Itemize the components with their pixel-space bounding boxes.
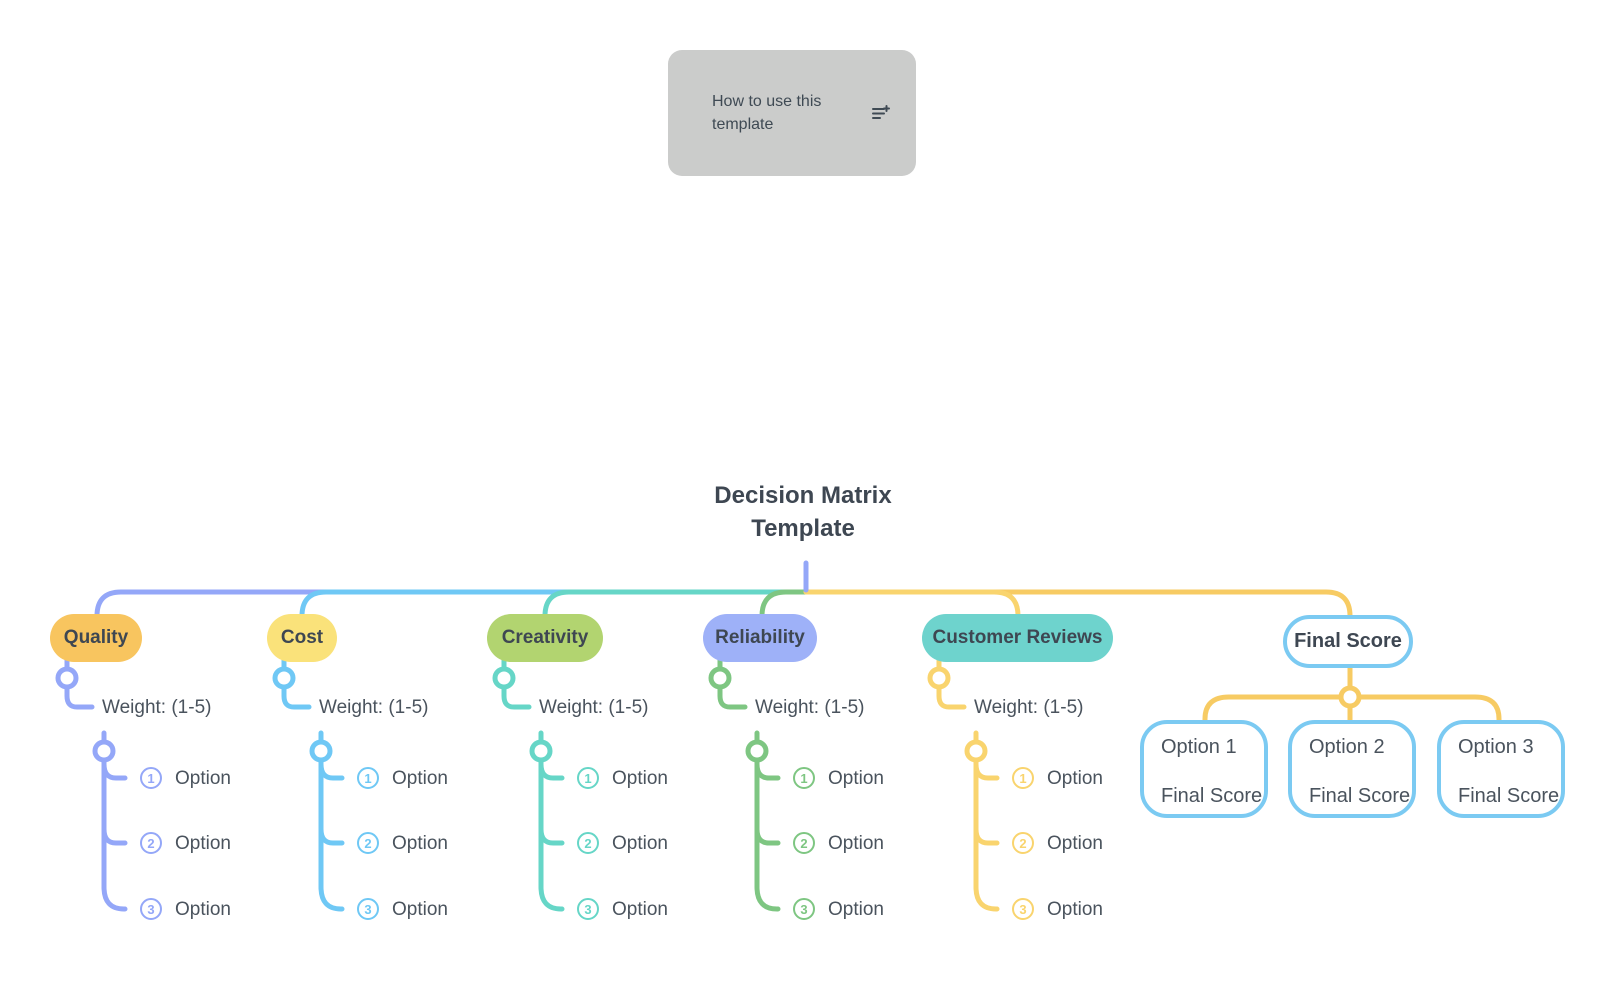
reliability-option-1-label[interactable]: Option (828, 768, 884, 789)
cost-weight-label[interactable]: Weight: (1-5) (319, 697, 429, 718)
quality-ring-1 (55, 666, 79, 690)
branch-pill-final-score[interactable]: Final Score (1283, 615, 1413, 668)
cost-option-2-badge: 2 (357, 832, 379, 854)
quality-option-3-label[interactable]: Option (175, 899, 231, 920)
quality-option-1-badge: 1 (140, 767, 162, 789)
customer-reviews-weight-connector (936, 657, 967, 710)
help-card[interactable]: How to use this template (668, 50, 916, 176)
creativity-option-2-badge: 2 (577, 832, 599, 854)
quality-option-2-label[interactable]: Option (175, 833, 231, 854)
creativity-option-1-label[interactable]: Option (612, 768, 668, 789)
final-score-box-option-2[interactable]: Option 2 Final Score (1288, 720, 1416, 818)
cost-option-2-label[interactable]: Option (392, 833, 448, 854)
cost-ring-1 (272, 666, 296, 690)
creativity-weight-connector (501, 657, 532, 710)
reliability-options-connector (754, 730, 781, 912)
branch-pill-creativity[interactable]: Creativity (487, 614, 603, 662)
customer-reviews-option-3-label[interactable]: Option (1047, 899, 1103, 920)
final-score-box-option-3-title: Option 3 (1458, 736, 1534, 758)
final-score-box-option-2-title: Option 2 (1309, 736, 1385, 758)
quality-option-2-badge: 2 (140, 832, 162, 854)
customer-reviews-weight-label[interactable]: Weight: (1-5) (974, 697, 1084, 718)
reliability-weight-connector (717, 657, 748, 710)
branch-pill-quality[interactable]: Quality (50, 614, 142, 662)
reliability-option-2-label[interactable]: Option (828, 833, 884, 854)
reliability-option-3-badge: 3 (793, 898, 815, 920)
root-node-title[interactable]: Decision Matrix Template (714, 482, 892, 542)
customer-reviews-option-1-badge: 1 (1012, 767, 1034, 789)
final-score-box-option-1-title: Option 1 (1161, 736, 1237, 758)
final-score-ring (1338, 685, 1362, 709)
branch-pill-cost[interactable]: Cost (267, 614, 337, 662)
cost-option-1-badge: 1 (357, 767, 379, 789)
final-score-box-option-3-subtitle: Final Score (1458, 785, 1560, 807)
branch-pill-customer-reviews[interactable]: Customer Reviews (922, 614, 1113, 662)
customer-reviews-option-3-badge: 3 (1012, 898, 1034, 920)
cost-option-3-badge: 3 (357, 898, 379, 920)
note-add-icon (870, 103, 890, 123)
trunk-quality (94, 589, 809, 621)
cost-option-1-label[interactable]: Option (392, 768, 448, 789)
creativity-option-3-badge: 3 (577, 898, 599, 920)
reliability-ring-1 (708, 666, 732, 690)
final-score-box-option-2-subtitle: Final Score (1309, 785, 1411, 807)
customer-reviews-options-connector (973, 730, 1000, 912)
quality-weight-label[interactable]: Weight: (1-5) (102, 697, 212, 718)
quality-weight-connector (64, 657, 95, 710)
customer-reviews-ring-1 (927, 666, 951, 690)
cost-options-connector (318, 730, 345, 912)
customer-reviews-ring-2 (964, 739, 988, 763)
final-score-box-option-1[interactable]: Option 1 Final Score (1140, 720, 1268, 818)
creativity-ring-1 (492, 666, 516, 690)
creativity-option-1-badge: 1 (577, 767, 599, 789)
final-score-box-option-3[interactable]: Option 3 Final Score (1437, 720, 1565, 818)
branch-pill-reliability[interactable]: Reliability (703, 614, 817, 662)
creativity-weight-label[interactable]: Weight: (1-5) (539, 697, 649, 718)
help-card-label: How to use this template (712, 93, 822, 133)
quality-option-3-badge: 3 (140, 898, 162, 920)
reliability-ring-2 (745, 739, 769, 763)
reliability-option-2-badge: 2 (793, 832, 815, 854)
quality-option-1-label[interactable]: Option (175, 768, 231, 789)
creativity-option-3-label[interactable]: Option (612, 899, 668, 920)
reliability-option-1-badge: 1 (793, 767, 815, 789)
reliability-weight-label[interactable]: Weight: (1-5) (755, 697, 865, 718)
cost-weight-connector (281, 657, 312, 710)
quality-options-connector (101, 730, 128, 912)
cost-option-3-label[interactable]: Option (392, 899, 448, 920)
cost-ring-2 (309, 739, 333, 763)
creativity-ring-2 (529, 739, 553, 763)
creativity-options-connector (538, 730, 565, 912)
quality-ring-2 (92, 739, 116, 763)
customer-reviews-option-1-label[interactable]: Option (1047, 768, 1103, 789)
final-score-box-option-1-subtitle: Final Score (1161, 785, 1263, 807)
reliability-option-3-label[interactable]: Option (828, 899, 884, 920)
customer-reviews-option-2-badge: 2 (1012, 832, 1034, 854)
customer-reviews-option-2-label[interactable]: Option (1047, 833, 1103, 854)
creativity-option-2-label[interactable]: Option (612, 833, 668, 854)
